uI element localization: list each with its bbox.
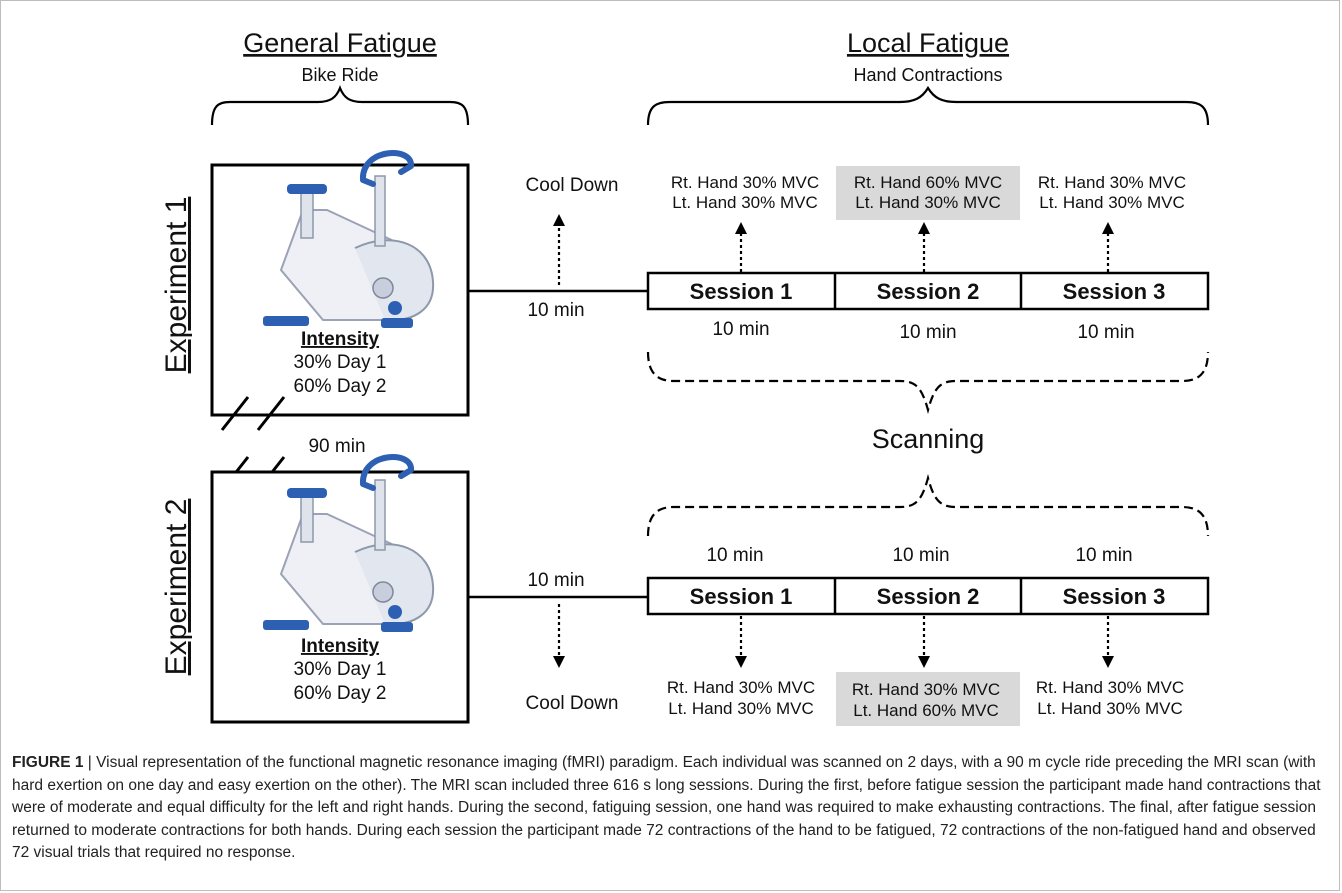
experiment-1-session-3-rt: Rt. Hand 30% MVC [1038, 173, 1186, 192]
general-fatigue-brace [210, 85, 470, 126]
local-fatigue-title: Local Fatigue [847, 28, 1009, 58]
experiment-2-intensity-day2: 60% Day 2 [294, 683, 387, 704]
experiment-1-session-1-rt: Rt. Hand 30% MVC [671, 173, 819, 192]
experiment-1-sessions-bar [646, 271, 1210, 311]
experiment-2-sessions-bar [646, 576, 1210, 616]
experiment-1-label: Experiment 1 [160, 197, 193, 374]
caption-text: Visual representation of the functional … [12, 754, 1321, 861]
general-fatigue-subtitle: Bike Ride [301, 65, 378, 85]
experiment-1-session-2-rt: Rt. Hand 60% MVC [854, 173, 1002, 192]
experiment-2-session-1: Session 1 [690, 584, 793, 609]
experiment-2-intensity-day1: 30% Day 1 [294, 659, 387, 680]
dotted-arrow-up-icon [553, 214, 565, 226]
experiment-1-session-2-lt: Lt. Hand 30% MVC [855, 193, 1001, 212]
dotted-arrow-down-icon [553, 656, 565, 668]
experiment-1-intensity-day1: 30% Day 1 [294, 352, 387, 373]
experiment-2-session-1-lt: Lt. Hand 30% MVC [668, 699, 814, 718]
experiment-2-session-1-rt: Rt. Hand 30% MVC [667, 678, 815, 697]
experiment-1-session-3: Session 3 [1063, 279, 1166, 304]
local-fatigue-subtitle: Hand Contractions [853, 65, 1002, 85]
experiment-2-session-3-duration: 10 min [1075, 545, 1132, 566]
experiment-2-session-2-lt: Lt. Hand 60% MVC [853, 701, 999, 720]
local-fatigue-brace [646, 85, 1210, 126]
experiment-1-session-3-duration: 10 min [1077, 322, 1134, 343]
experiment-1-session-1-duration: 10 min [712, 319, 769, 340]
experiment-2-session-1-duration: 10 min [706, 545, 763, 566]
general-fatigue-title: General Fatigue [243, 28, 437, 58]
scanning-brace-top [646, 351, 1210, 415]
experiment-1-transfer-time: 10 min [527, 300, 584, 321]
experiment-2-session-2: Session 2 [877, 584, 980, 609]
experiment-1-session-2: Session 2 [877, 279, 980, 304]
experiment-1-session-2-duration: 10 min [899, 322, 956, 343]
figure-caption: FIGURE 1 | Visual representation of the … [12, 752, 1328, 865]
experiment-2-session-3: Session 3 [1063, 584, 1166, 609]
experiment-1-session-3-lt: Lt. Hand 30% MVC [1039, 193, 1185, 212]
caption-label: FIGURE 1 [12, 754, 84, 771]
experiment-1-session-1-lt: Lt. Hand 30% MVC [672, 193, 818, 212]
experiment-1-intensity-title: Intensity [301, 329, 380, 350]
experiment-2-session-2-rt: Rt. Hand 30% MVC [852, 680, 1000, 699]
experiment-2-intensity-title: Intensity [301, 636, 380, 657]
experiment-2-transfer-time: 10 min [527, 570, 584, 591]
experiment-1-session-1: Session 1 [690, 279, 793, 304]
caption-separator: | [83, 754, 97, 771]
experiment-1-intensity-day2: 60% Day 2 [294, 376, 387, 397]
experiment-1-session-arrows [735, 222, 1114, 272]
experiment-2-session-3-lt: Lt. Hand 30% MVC [1037, 699, 1183, 718]
experiment-1-cooldown-label: Cool Down [526, 175, 619, 196]
scanning-brace-bottom [646, 473, 1210, 537]
experiment-2-session-2-highlight [836, 672, 1020, 726]
experiment-2-session-2-duration: 10 min [892, 545, 949, 566]
experiment-2-cooldown-label: Cool Down [526, 693, 619, 714]
scanning-label: Scanning [872, 424, 985, 454]
experiment-2-session-arrows [735, 616, 1114, 668]
gap-time-label: 90 min [308, 436, 365, 457]
paradigm-diagram: General Fatigue Bike Ride Local Fatigue … [160, 28, 1210, 726]
experiment-2-session-3-rt: Rt. Hand 30% MVC [1036, 678, 1184, 697]
experiment-2-label: Experiment 2 [160, 499, 193, 676]
experiment-1-session-2-highlight [836, 166, 1020, 220]
